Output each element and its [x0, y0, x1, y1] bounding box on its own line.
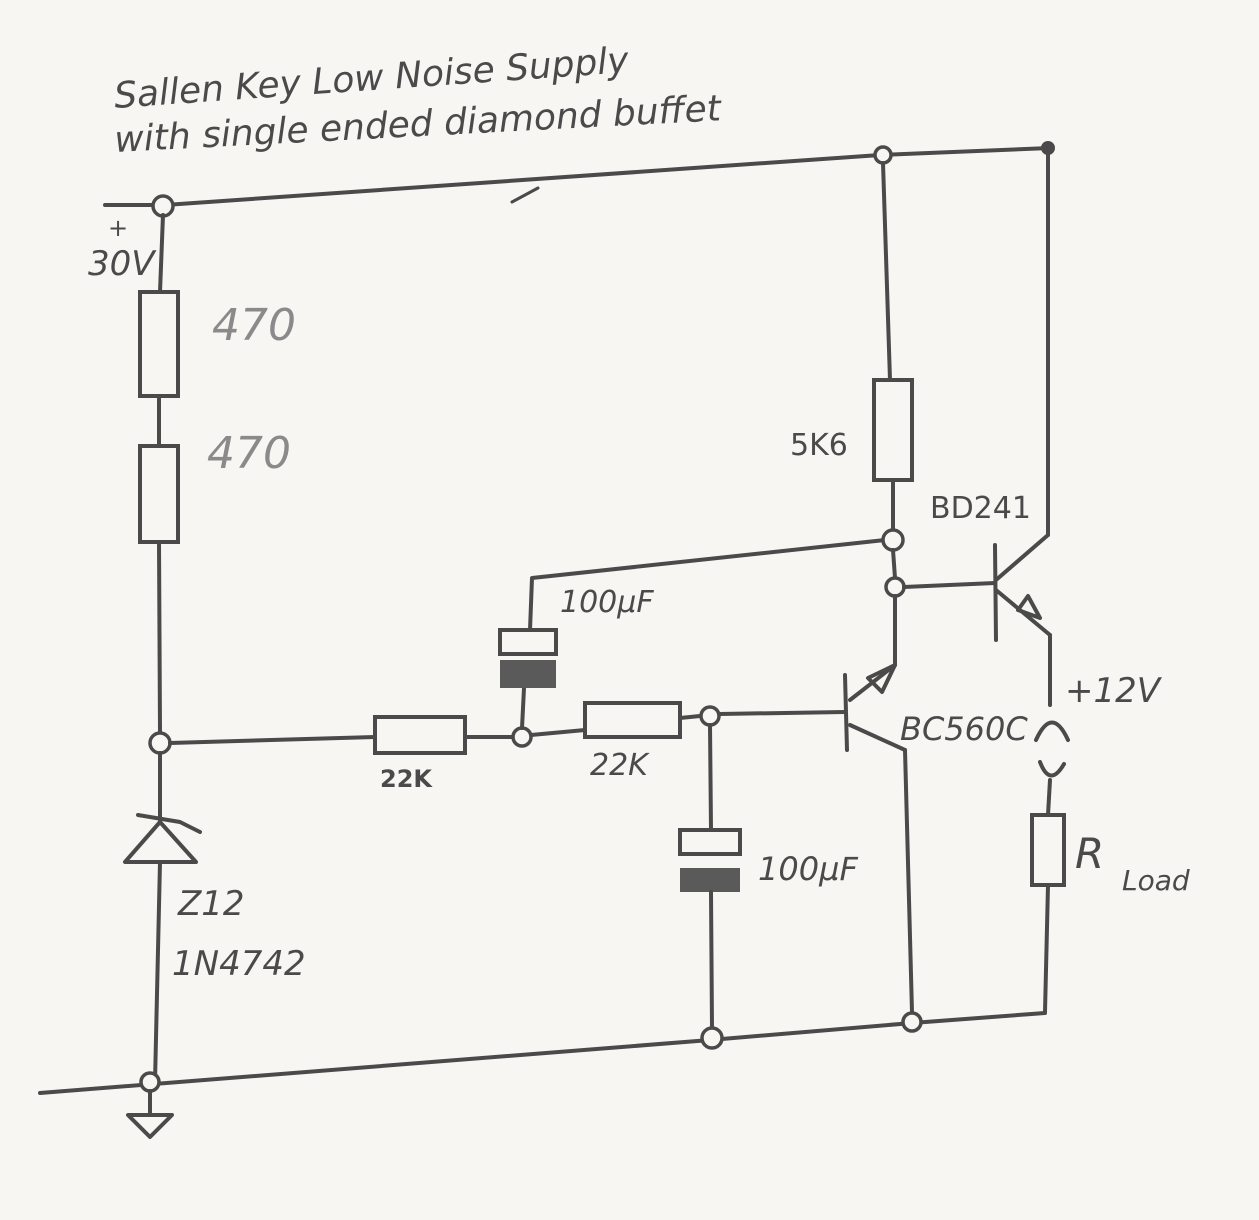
top-right-node	[873, 145, 893, 165]
collector-resistor-wire-top	[881, 161, 892, 382]
bc560c-base-bar	[843, 673, 849, 752]
bd241-base-wire	[902, 581, 997, 589]
bootstrap-cap-value: 100μF	[560, 585, 654, 620]
resistor-22k-second	[583, 701, 682, 739]
resistor-5k6-value: 5K6	[790, 428, 848, 463]
divider-wire-right	[678, 714, 702, 720]
bootstrap-cap-positive-plate	[498, 628, 558, 656]
output-jack-upper	[1034, 720, 1070, 742]
zener-code-label: Z12	[177, 884, 245, 924]
left-wire-top	[158, 213, 165, 294]
ground-node	[139, 1071, 161, 1093]
pencil-stray-mark	[510, 186, 540, 204]
bd241-label: BD241	[930, 491, 1031, 526]
emitter-junction-link	[891, 548, 897, 580]
load-label-main: R	[1075, 829, 1104, 878]
bd241-emitter-arrow	[1016, 594, 1042, 620]
ground-rail	[38, 1011, 1047, 1095]
filter-midpoint-node	[511, 726, 533, 748]
zener-cathode-bar	[136, 813, 202, 834]
bc560c-emitter-arrow	[866, 663, 897, 694]
base-filter-node	[699, 705, 721, 727]
zener-diode-symbol	[123, 820, 198, 864]
bd241-collector-leg	[994, 533, 1050, 582]
resistor-470-upper-value: 470	[212, 300, 296, 351]
shunt-cap-negative-plate	[680, 868, 740, 892]
bd241-base-bar	[993, 543, 998, 642]
bc560c-label: BC560C	[900, 710, 1028, 748]
shunt-cap-ground-node	[700, 1026, 724, 1050]
resistor-470-upper	[138, 290, 180, 398]
shunt-cap-positive-plate	[678, 828, 742, 856]
resistor-22k-first-value: 22K	[380, 765, 433, 793]
load-resistor	[1030, 813, 1066, 887]
resistor-470-lower-value: 470	[207, 428, 291, 479]
shunt-cap-value: 100μF	[758, 850, 858, 888]
resistor-5k6	[872, 378, 914, 482]
zener-part-label: 1N4742	[172, 944, 306, 984]
bootstrap-cap-wire-bottom	[520, 686, 526, 730]
zener-wire-bottom	[153, 860, 162, 1084]
emitter-junction-node	[881, 528, 905, 552]
bc560c-collector-leg	[848, 723, 907, 752]
shunt-cap-wire-bottom	[709, 890, 714, 1030]
bootstrap-cap-wire-top	[528, 538, 887, 632]
ground-icon	[126, 1113, 174, 1139]
bd241-base-node	[884, 576, 906, 598]
left-wire-to-node	[157, 540, 162, 734]
load-label-sub: Load	[1122, 864, 1190, 897]
supply-plus-sign: +	[108, 214, 128, 242]
shunt-cap-wire-top	[708, 723, 713, 832]
bootstrap-cap-negative-plate	[500, 660, 556, 688]
load-wire-top	[1046, 778, 1052, 817]
resistor-22k-first	[373, 715, 467, 755]
load-wire-bottom	[1043, 883, 1050, 1014]
output-voltage-label: +12V	[1065, 671, 1163, 711]
divider-wire-left	[168, 735, 377, 745]
divider-wire-mid2	[529, 728, 587, 737]
bc560c-ground-node	[901, 1011, 923, 1033]
output-jack-lower	[1038, 760, 1066, 778]
resistor-470-lower	[138, 444, 180, 544]
zener-reference-node	[148, 731, 172, 755]
bc560c-collector-wire	[903, 748, 914, 1014]
supply-voltage-label: 30V	[88, 244, 157, 284]
base-wire	[717, 710, 847, 716]
resistor-22k-second-value: 22K	[590, 748, 650, 783]
positive-rail	[103, 146, 1052, 207]
